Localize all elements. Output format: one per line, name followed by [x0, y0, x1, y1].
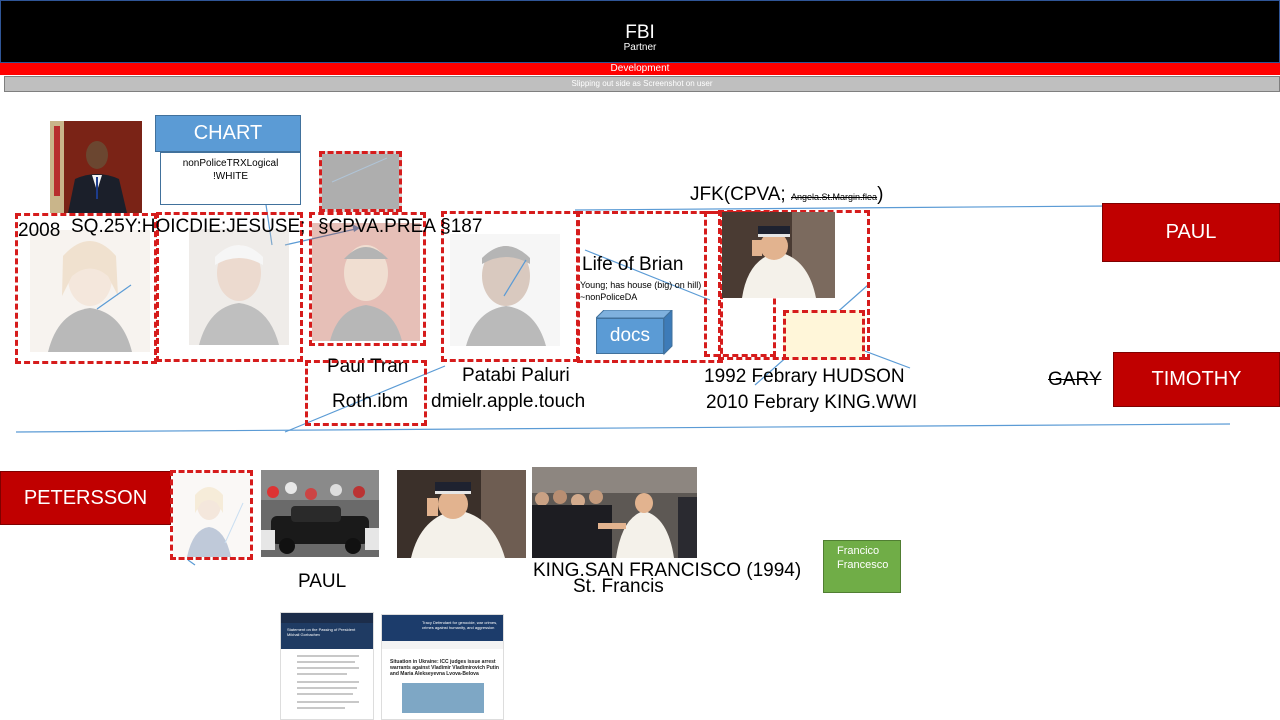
sq-code-label: SQ.25Y:HOICDIE:JESUSE;	[71, 216, 306, 237]
pointer-line-patabi	[503, 259, 527, 297]
jfk-suffix: )	[877, 184, 884, 205]
photo-motorcade	[261, 470, 379, 557]
chart-box-body: nonPoliceTRXLogical !WHITE	[160, 152, 301, 205]
hudson-label: 1992 Febrary HUDSON	[704, 366, 905, 387]
header-subtitle: Partner	[623, 42, 657, 53]
life-of-brian-sub2: ~nonPoliceDA	[580, 292, 638, 302]
dmielr-label: dmielr.apple.touch	[431, 391, 586, 412]
roth-ibm-label: Roth.ibm	[332, 391, 409, 412]
life-of-brian-sub1: Young; has house (big) on hill)	[580, 280, 702, 290]
gary-struck-label: GARY	[1048, 369, 1102, 390]
st-francis-label: St. Francis	[573, 576, 664, 597]
doc-thumb-right-banner: Tracy Defendant for genocide, war crimes…	[382, 615, 503, 641]
jfk-prefix: JFK(CPVA;	[690, 184, 786, 205]
doc-thumb-left-title: Statement on the Passing of President Mi…	[281, 623, 373, 649]
green-box-line1: Francico	[837, 545, 880, 557]
dashed-frame-photo-woman-small[interactable]	[170, 470, 253, 560]
photo-pope-crowd	[532, 467, 697, 558]
doc-thumb-left-header	[281, 613, 373, 623]
doc-thumb-right-title: Situation in Ukraine: ICC judges issue a…	[390, 659, 499, 677]
dashed-frame-photo-man-gray[interactable]	[156, 212, 303, 362]
pointer-line-woman	[96, 284, 132, 310]
jfk-label: JFK(CPVA; Angela.St.Margin.flea)	[690, 184, 883, 206]
doc-thumb-right-nav	[382, 641, 503, 649]
title-banner: FBI Partner	[0, 0, 1280, 63]
docs-box-shape	[596, 310, 673, 356]
chart-box-line2: !WHITE	[213, 171, 248, 182]
patabi-paluri-label: Patabi Paluri	[462, 365, 570, 386]
photo-pope-police-cap	[722, 212, 835, 298]
jfk-struck-text: Angela.St.Margin.flea	[791, 192, 878, 202]
portrait-photo-obama	[50, 121, 142, 213]
dashed-frame-small-photo[interactable]	[319, 151, 402, 212]
photo-pope-police-cap-large	[397, 470, 526, 558]
life-of-brian-title: Life of Brian	[582, 254, 684, 275]
dashed-frame-roth[interactable]	[305, 360, 427, 426]
dashed-frame-note[interactable]	[783, 310, 865, 360]
green-box-line2: Francesco	[837, 559, 889, 571]
chart-box-line1: nonPoliceTRXLogical	[182, 158, 279, 169]
king-san-francisco-label: KING.SAN FRANCISCO (1994)	[533, 560, 802, 581]
chart-box-title[interactable]: CHART	[155, 115, 301, 152]
dashed-frame-photo-woman[interactable]	[15, 213, 157, 364]
dashed-frame-life-of-brian[interactable]	[577, 211, 723, 363]
document-thumbnail-gorbachev[interactable]: Statement on the Passing of President Mi…	[280, 612, 374, 720]
grey-status-bar: Slipping out side as Screenshot on user	[4, 76, 1280, 92]
petersson-button[interactable]: PETERSSON	[0, 471, 171, 525]
francesco-green-box[interactable]: Francico Francesco	[823, 540, 901, 593]
paul-lower-label: PAUL	[298, 571, 347, 592]
docs-button[interactable]: docs	[596, 318, 664, 354]
doc-thumb-left-text-lines	[297, 655, 359, 709]
document-thumbnail-icc[interactable]: Tracy Defendant for genocide, war crimes…	[381, 614, 504, 720]
header-title: FBI	[625, 22, 655, 43]
paul-button[interactable]: PAUL	[1102, 203, 1280, 262]
doc-thumb-right-image	[402, 683, 484, 713]
development-bar: Development	[0, 63, 1280, 75]
dashed-frame-photo-paul-tran[interactable]	[309, 212, 426, 346]
king-wwi-label: 2010 Febrary KING.WWI	[706, 392, 918, 413]
year-2008-label: 2008	[18, 220, 61, 241]
cpva-prea-label: §CPVA.PREA §187	[318, 216, 483, 237]
timothy-button[interactable]: TIMOTHY	[1113, 352, 1280, 407]
